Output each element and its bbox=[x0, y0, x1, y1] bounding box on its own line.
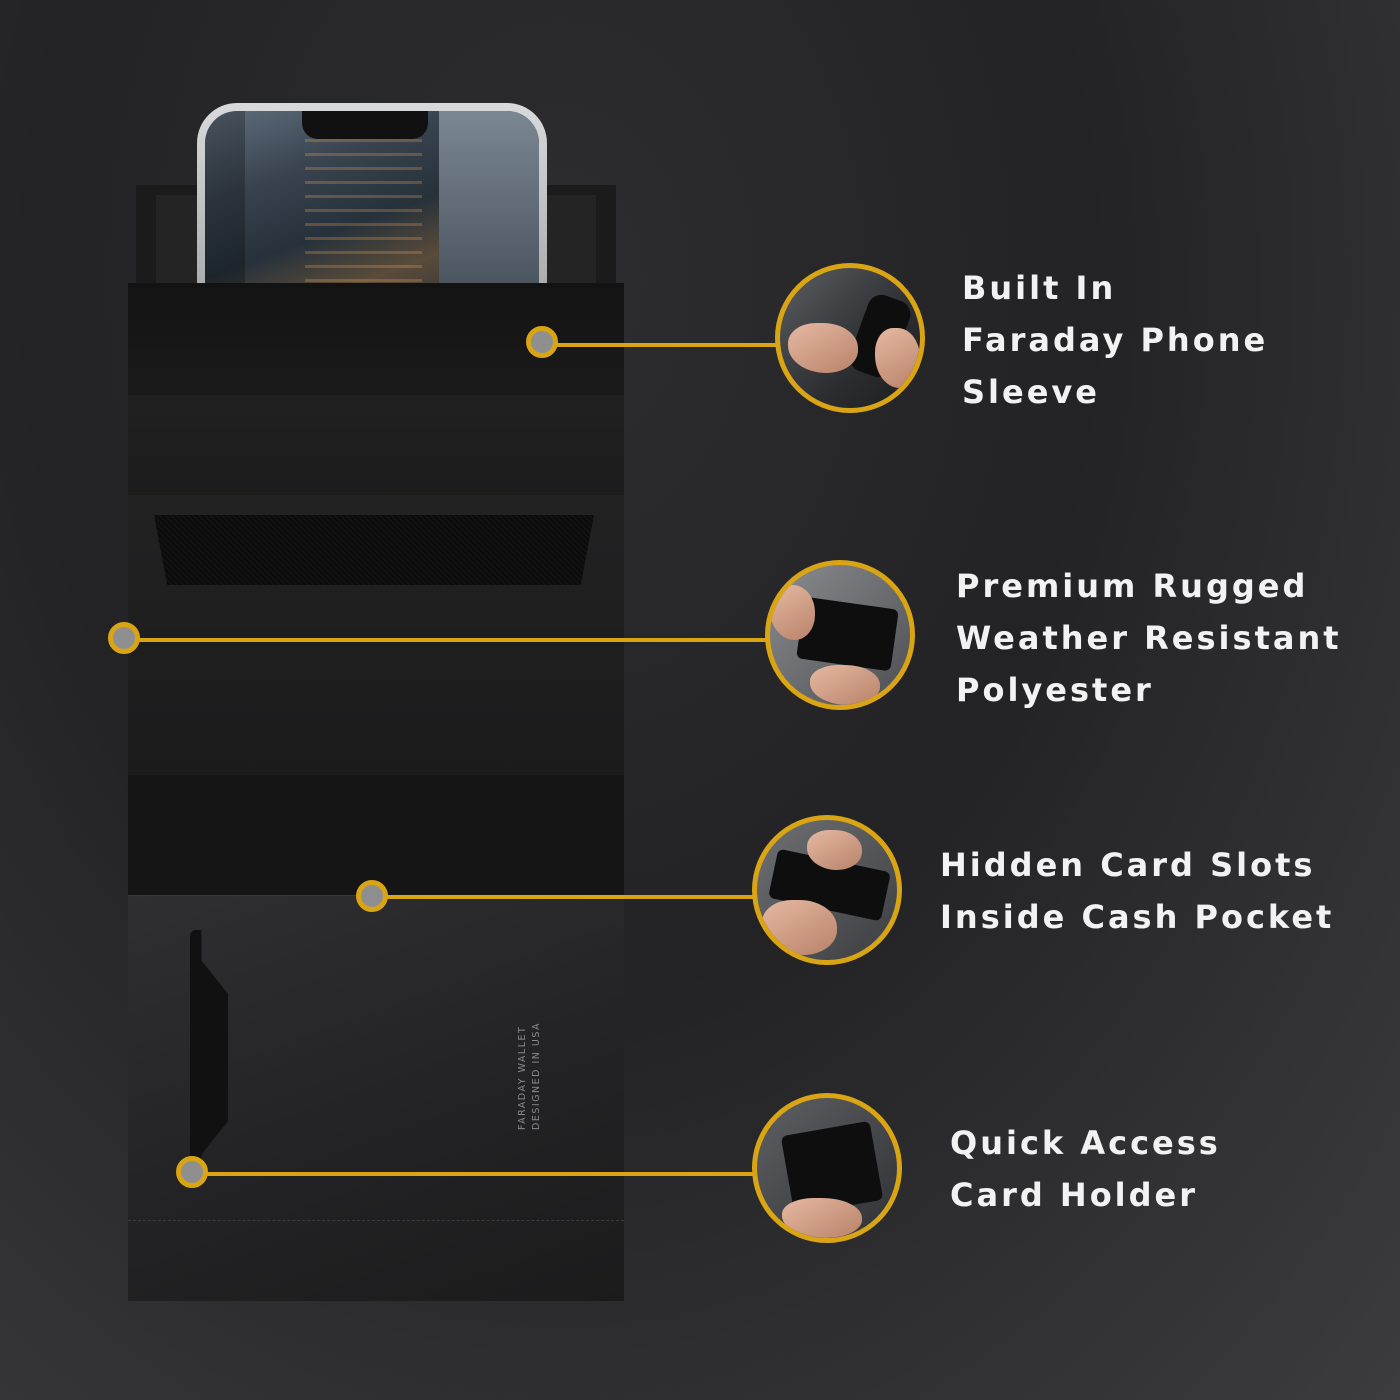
top-hand bbox=[807, 830, 862, 870]
feature-label-3: Hidden Card Slots Inside Cash Pocket bbox=[940, 839, 1334, 943]
velcro-strip bbox=[154, 515, 594, 585]
phone-notch bbox=[302, 111, 428, 139]
callout-line-3 bbox=[385, 895, 757, 899]
feature-2-line-3: Polyester bbox=[956, 671, 1154, 709]
callout-line-4 bbox=[205, 1172, 757, 1176]
bottom-hand bbox=[762, 900, 837, 955]
feature-1-line-2: Faraday Phone bbox=[962, 321, 1269, 359]
stitch-line bbox=[128, 1220, 624, 1221]
feature-label-2: Premium Rugged Weather Resistant Polyest… bbox=[956, 560, 1342, 716]
feature-3-line-1: Hidden Card Slots bbox=[940, 846, 1316, 884]
feature-photo-3 bbox=[752, 815, 902, 965]
feature-photo-2 bbox=[765, 560, 915, 710]
wallet-origin-print: DESIGNED IN USA bbox=[531, 1021, 542, 1130]
upper-hand bbox=[770, 585, 815, 640]
feature-4-line-1: Quick Access bbox=[950, 1124, 1221, 1162]
sleeve-band bbox=[128, 395, 624, 495]
feature-4-line-2: Card Holder bbox=[950, 1176, 1199, 1214]
feature-2-line-1: Premium Rugged bbox=[956, 567, 1309, 605]
feature-2-line-2: Weather Resistant bbox=[956, 619, 1342, 657]
feature-1-line-1: Built In bbox=[962, 269, 1117, 307]
feature-label-4: Quick Access Card Holder bbox=[950, 1117, 1221, 1221]
callout-dot-1 bbox=[526, 326, 558, 358]
callout-dot-4 bbox=[176, 1156, 208, 1188]
callout-line-1 bbox=[555, 343, 780, 347]
wallet-brand-print: FARADAY WALLET bbox=[517, 1025, 528, 1130]
feature-photo-4 bbox=[752, 1093, 902, 1243]
holding-hand bbox=[782, 1198, 862, 1238]
callout-line-2 bbox=[137, 638, 772, 642]
feature-1-line-3: Sleeve bbox=[962, 373, 1100, 411]
phone-in-sleeve bbox=[197, 103, 547, 293]
feature-label-1: Built In Faraday Phone Sleeve bbox=[962, 262, 1268, 418]
fold-panel bbox=[128, 775, 624, 895]
wallet-panels: FARADAY WALLET DESIGNED IN USA bbox=[128, 185, 624, 1301]
left-hand bbox=[788, 323, 858, 373]
feature-3-line-2: Inside Cash Pocket bbox=[940, 898, 1335, 936]
feature-photo-1 bbox=[775, 263, 925, 413]
lower-hand bbox=[810, 665, 880, 705]
callout-dot-3 bbox=[356, 880, 388, 912]
right-hand bbox=[875, 328, 920, 388]
phone-screen bbox=[205, 111, 539, 293]
callout-dot-2 bbox=[108, 622, 140, 654]
wallet-print: FARADAY WALLET DESIGNED IN USA bbox=[516, 980, 576, 1130]
